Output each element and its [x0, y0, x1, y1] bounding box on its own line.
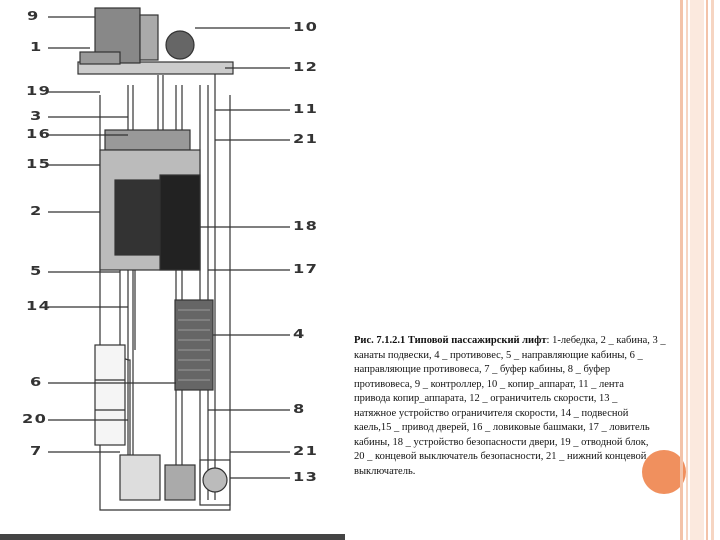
figure-label: 11	[293, 102, 319, 116]
elevator-figure: 9 1 19 3 16 15 2 5 14 6 20 7 10 12 11 21…	[0, 0, 345, 540]
accent-dot	[642, 450, 686, 494]
caption-line: противовеса, 9 _ контроллер, 10 _ копир_…	[354, 378, 624, 390]
figure-caption: Рис. 7.1.2.1 Типовой пассажирский лифт: …	[354, 334, 688, 479]
figure-label: 8	[293, 402, 306, 416]
figure-label: 21	[293, 132, 319, 146]
figure-label: 1	[30, 40, 43, 54]
caption-line: выключатель.	[354, 465, 416, 477]
figure-label: 5	[30, 264, 43, 278]
caption-line: каель,15 _ привод дверей, 16 _ ловиковые…	[354, 422, 650, 433]
figure-label: 9	[27, 9, 40, 23]
figure-label: 14	[26, 299, 52, 313]
decorative-stripes	[680, 0, 720, 540]
caption-line: направляющие противовеса, 7 _ буфер каби…	[354, 364, 611, 375]
figure-label: 16	[26, 127, 52, 141]
figure-label: 3	[30, 109, 43, 123]
figure-label: 7	[30, 444, 43, 458]
caption-line: канаты подвески, 4 _ противовес, 5 _ нап…	[354, 349, 643, 361]
figure-label: 6	[30, 375, 43, 389]
figure-bottom-bar	[0, 534, 345, 540]
figure-label: 13	[293, 470, 319, 484]
figure-label: 17	[293, 262, 319, 276]
caption-line: кабины, 18 _ устройство безопасности две…	[354, 436, 649, 448]
caption-line: привода копир_аппарата, 12 _ ограничител…	[354, 393, 618, 404]
elevator-drawing	[48, 7, 290, 511]
figure-label: 19	[26, 84, 52, 98]
figure-label: 4	[293, 327, 306, 341]
figure-label: 20	[22, 412, 48, 426]
caption-line: 20 _ концевой выключатель безопасности, …	[354, 451, 647, 462]
figure-label: 12	[293, 60, 319, 74]
figure-label: 2	[30, 204, 43, 218]
caption-title: Рис. 7.1.2.1 Типовой пассажирский лифт	[354, 335, 547, 346]
figure-label: 10	[293, 20, 319, 34]
caption-line: : 1-лебедка, 2 _ кабина, 3 _	[546, 335, 666, 346]
figure-label: 21	[293, 444, 319, 458]
caption-line: натяжное устройство ограничителя скорост…	[354, 407, 629, 419]
figure-label: 18	[293, 219, 319, 233]
figure-label: 15	[26, 157, 52, 171]
